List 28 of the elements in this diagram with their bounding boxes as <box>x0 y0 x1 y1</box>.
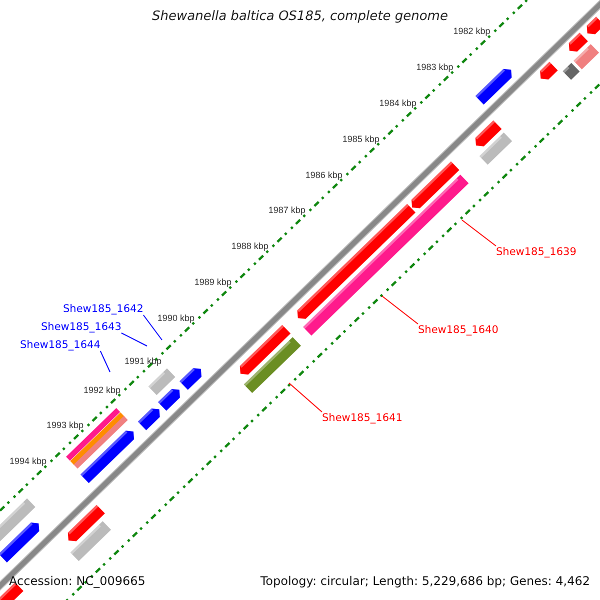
gene-label: Shew185_1640 <box>418 324 498 336</box>
scale-label: 1986 kbp <box>305 170 342 180</box>
leader-line <box>382 296 418 324</box>
scale-label: 1989 kbp <box>194 277 232 288</box>
scale-label: 1984 kbp <box>379 98 416 108</box>
gene-label: Shew185_1644 <box>20 339 100 351</box>
leader-line <box>462 220 496 246</box>
accession-text: Accession: NC_009665 <box>9 574 146 588</box>
scale-label: 1994 kbp <box>10 456 47 466</box>
scale-label: 1990 kbp <box>157 312 194 323</box>
scale-label: 1983 kbp <box>416 62 454 72</box>
chart-title: Shewanella baltica OS185, complete genome <box>151 9 449 24</box>
gene-label: Shew185_1643 <box>41 321 122 333</box>
scale-label: 1992 kbp <box>83 384 121 395</box>
gene-label: Shew185_1639 <box>496 246 576 258</box>
gene-label: Shew185_1642 <box>63 303 144 315</box>
scale-label: 1982 kbp <box>453 26 490 36</box>
scale-label: 1993 kbp <box>46 420 84 430</box>
scale-label: 1988 kbp <box>231 241 268 252</box>
leader-line <box>142 314 162 340</box>
scale-label: 1991 kbp <box>124 356 162 366</box>
leader-line <box>288 382 322 412</box>
genome-info-text: Topology: circular; Length: 5,229,686 bp; Genes: 4,462 <box>260 574 590 588</box>
leader-line <box>120 332 148 346</box>
leader-line <box>100 350 110 372</box>
scale-label: 1985 kbp <box>342 134 380 144</box>
scale-label: 1987 kbp <box>268 205 306 216</box>
gene-label: Shew185_1641 <box>322 412 402 424</box>
